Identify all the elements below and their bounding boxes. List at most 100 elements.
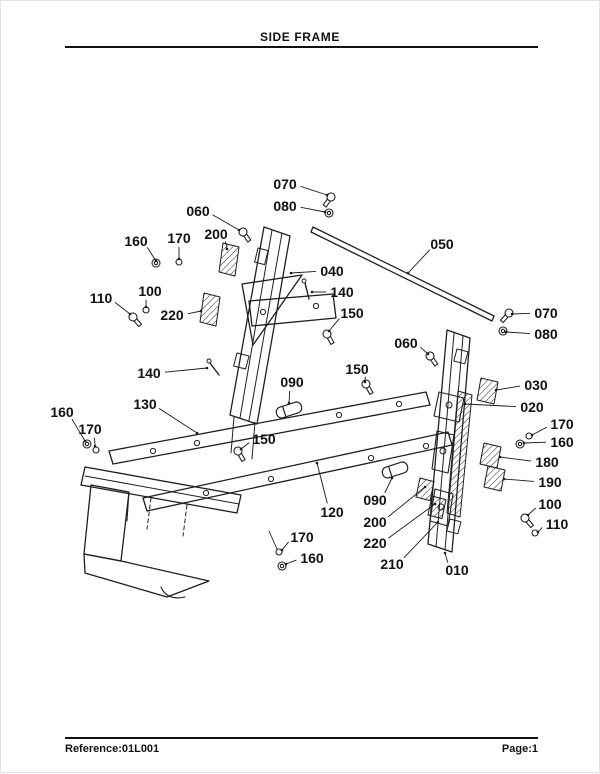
callout-100: 100 xyxy=(138,283,162,299)
callout-050: 050 xyxy=(430,236,454,252)
callout-tip-060 xyxy=(427,353,430,356)
callout-120: 120 xyxy=(320,504,344,520)
callout-tip-160 xyxy=(155,260,158,263)
callout-090: 090 xyxy=(280,374,304,390)
callout-tip-030 xyxy=(495,389,498,392)
callout-110: 110 xyxy=(546,516,569,532)
callout-190: 190 xyxy=(538,474,562,490)
callout-tip-160 xyxy=(523,442,526,445)
callout-tip-110 xyxy=(537,531,540,534)
callout-tip-010 xyxy=(444,552,447,555)
callout-tip-150 xyxy=(364,381,367,384)
callout-tip-170 xyxy=(281,549,284,552)
callout-220: 220 xyxy=(363,535,387,551)
pins xyxy=(207,279,309,375)
callout-tip-160 xyxy=(84,440,87,443)
callout-170: 170 xyxy=(78,421,102,437)
callout-tip-200 xyxy=(226,248,229,251)
callout-tip-070 xyxy=(511,313,514,316)
callout-leader-150 xyxy=(241,443,249,449)
callout-tip-090 xyxy=(391,477,394,480)
callout-150: 150 xyxy=(345,361,369,377)
callout-tip-100 xyxy=(145,306,148,309)
callout-leader-070 xyxy=(300,186,327,195)
callout-leader-030 xyxy=(496,386,520,390)
callout-leader-090 xyxy=(289,391,290,403)
callout-040: 040 xyxy=(320,263,344,279)
callout-leader-150 xyxy=(329,319,339,331)
callout-tip-080 xyxy=(324,211,327,214)
callout-090: 090 xyxy=(363,492,387,508)
callout-tip-090 xyxy=(288,402,291,405)
callout-leader-040 xyxy=(291,271,316,273)
callout-tip-110 xyxy=(129,313,132,316)
callout-150: 150 xyxy=(340,305,364,321)
base-frame xyxy=(81,467,277,598)
callout-tip-070 xyxy=(326,194,329,197)
callout-leader-130 xyxy=(159,408,197,433)
callout-160: 160 xyxy=(300,550,324,566)
callout-tip-180 xyxy=(499,456,502,459)
callout-leader-160 xyxy=(524,442,546,443)
footer: Reference:01L001 Page:1 xyxy=(65,743,538,755)
callout-tip-170 xyxy=(531,434,534,437)
callout-leader-120 xyxy=(317,463,327,503)
callout-200: 200 xyxy=(363,514,387,530)
callout-tip-020 xyxy=(464,403,467,406)
callout-220: 220 xyxy=(160,307,184,323)
callout-leader-200 xyxy=(388,487,425,517)
callout-100: 100 xyxy=(538,496,562,512)
callout-leader-020 xyxy=(465,404,516,407)
callout-160: 160 xyxy=(550,434,574,450)
callout-leader-160 xyxy=(147,247,156,261)
callout-tip-170 xyxy=(94,445,97,448)
footer-page: Page:1 xyxy=(502,743,538,755)
callout-leader-140 xyxy=(165,368,207,372)
footer-rule xyxy=(65,737,538,739)
callout-tip-200 xyxy=(424,486,427,489)
callout-200: 200 xyxy=(204,226,228,242)
callout-tip-080 xyxy=(505,331,508,334)
callout-tip-120 xyxy=(316,462,319,465)
callout-180: 180 xyxy=(535,454,559,470)
callout-leader-110 xyxy=(115,302,130,314)
callout-tip-140 xyxy=(311,291,314,294)
callout-leader-080 xyxy=(301,207,325,212)
callout-tip-140 xyxy=(206,367,209,370)
callout-tip-050 xyxy=(407,272,410,275)
callout-060: 060 xyxy=(186,203,210,219)
callout-tip-150 xyxy=(240,448,243,451)
callout-080: 080 xyxy=(534,326,558,342)
callout-060: 060 xyxy=(394,335,418,351)
shim-plates-left xyxy=(200,243,239,326)
callout-170: 170 xyxy=(167,230,191,246)
left-frame-plate xyxy=(230,227,336,459)
callout-leader-060 xyxy=(420,347,428,354)
callout-110: 110 xyxy=(90,290,113,306)
callout-tip-060 xyxy=(238,229,241,232)
right-frame-plate xyxy=(428,330,472,552)
callout-leader-160 xyxy=(286,560,296,564)
callout-tip-190 xyxy=(503,478,506,481)
callout-leader-080 xyxy=(506,332,530,334)
callout-leader-210 xyxy=(404,522,438,558)
callout-tip-170 xyxy=(178,258,181,261)
callout-070: 070 xyxy=(273,176,297,192)
callout-leader-170 xyxy=(532,427,547,435)
callout-leader-220 xyxy=(188,311,201,314)
callout-010: 010 xyxy=(445,562,469,578)
callout-070: 070 xyxy=(534,305,558,321)
callout-140: 140 xyxy=(330,284,354,300)
callout-210: 210 xyxy=(380,556,404,572)
callout-160: 160 xyxy=(124,233,148,249)
callout-leader-050 xyxy=(408,250,430,273)
footer-reference: Reference:01L001 xyxy=(65,743,159,755)
callout-tip-130 xyxy=(196,432,199,435)
callout-080: 080 xyxy=(273,198,297,214)
callout-leader-170 xyxy=(282,542,289,550)
callout-160: 160 xyxy=(50,404,74,420)
callout-leader-190 xyxy=(504,479,534,481)
callout-tip-150 xyxy=(328,330,331,333)
